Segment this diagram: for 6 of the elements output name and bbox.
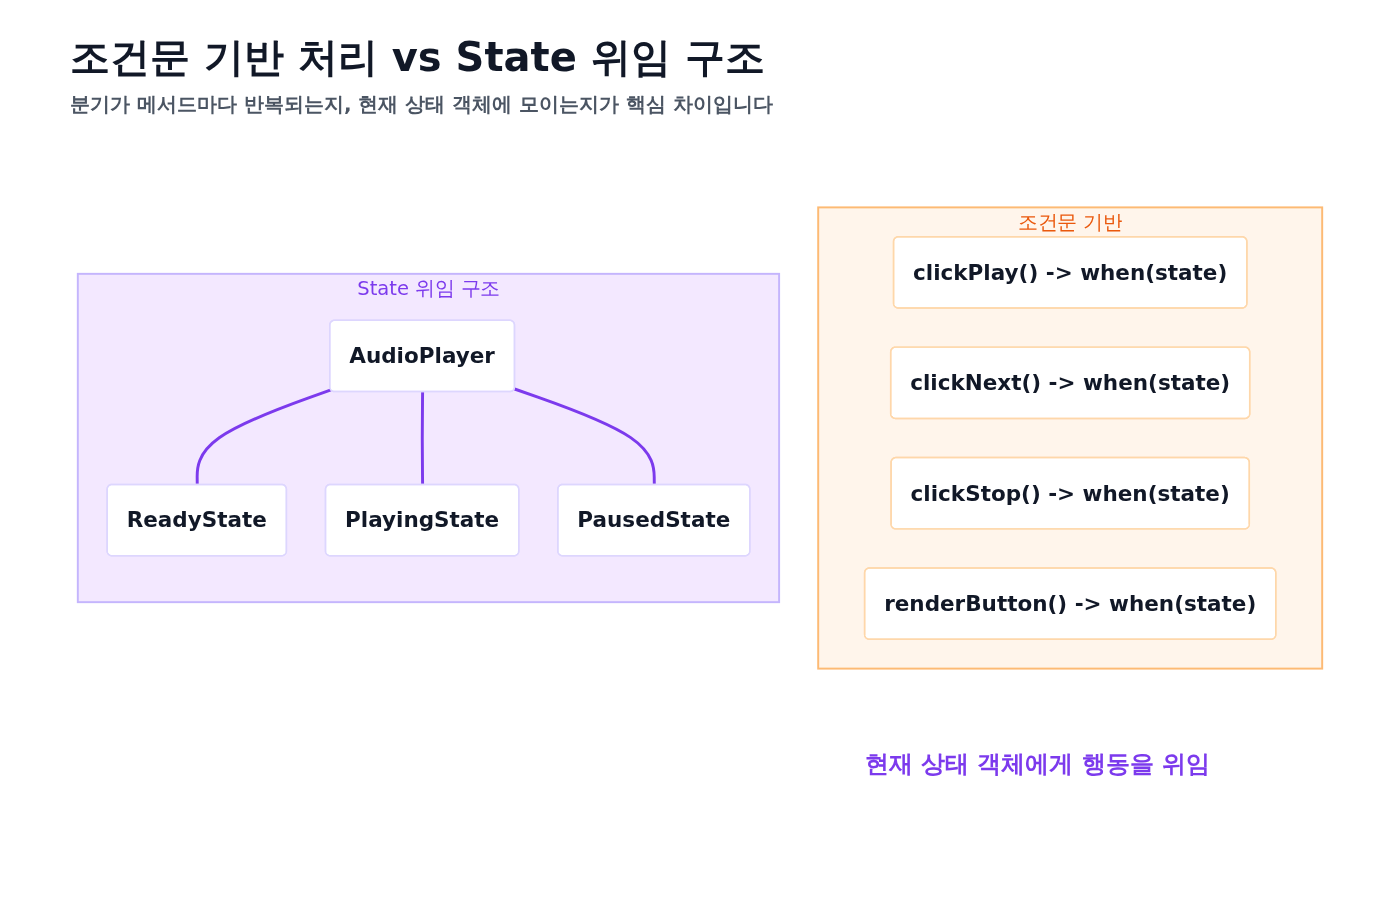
connector <box>195 388 332 485</box>
title: 조건문 기반 처리 vs State 위임 구조 <box>70 33 766 82</box>
connector <box>514 387 656 485</box>
connector <box>420 392 425 485</box>
note-text: 현재 상태 객체에게 행동을 위임 <box>863 749 1210 780</box>
subtitle: 분기가 메서드마다 반복되는지, 현재 상태 객체에 모이는지가 핵심 차이입니다 <box>70 91 775 118</box>
